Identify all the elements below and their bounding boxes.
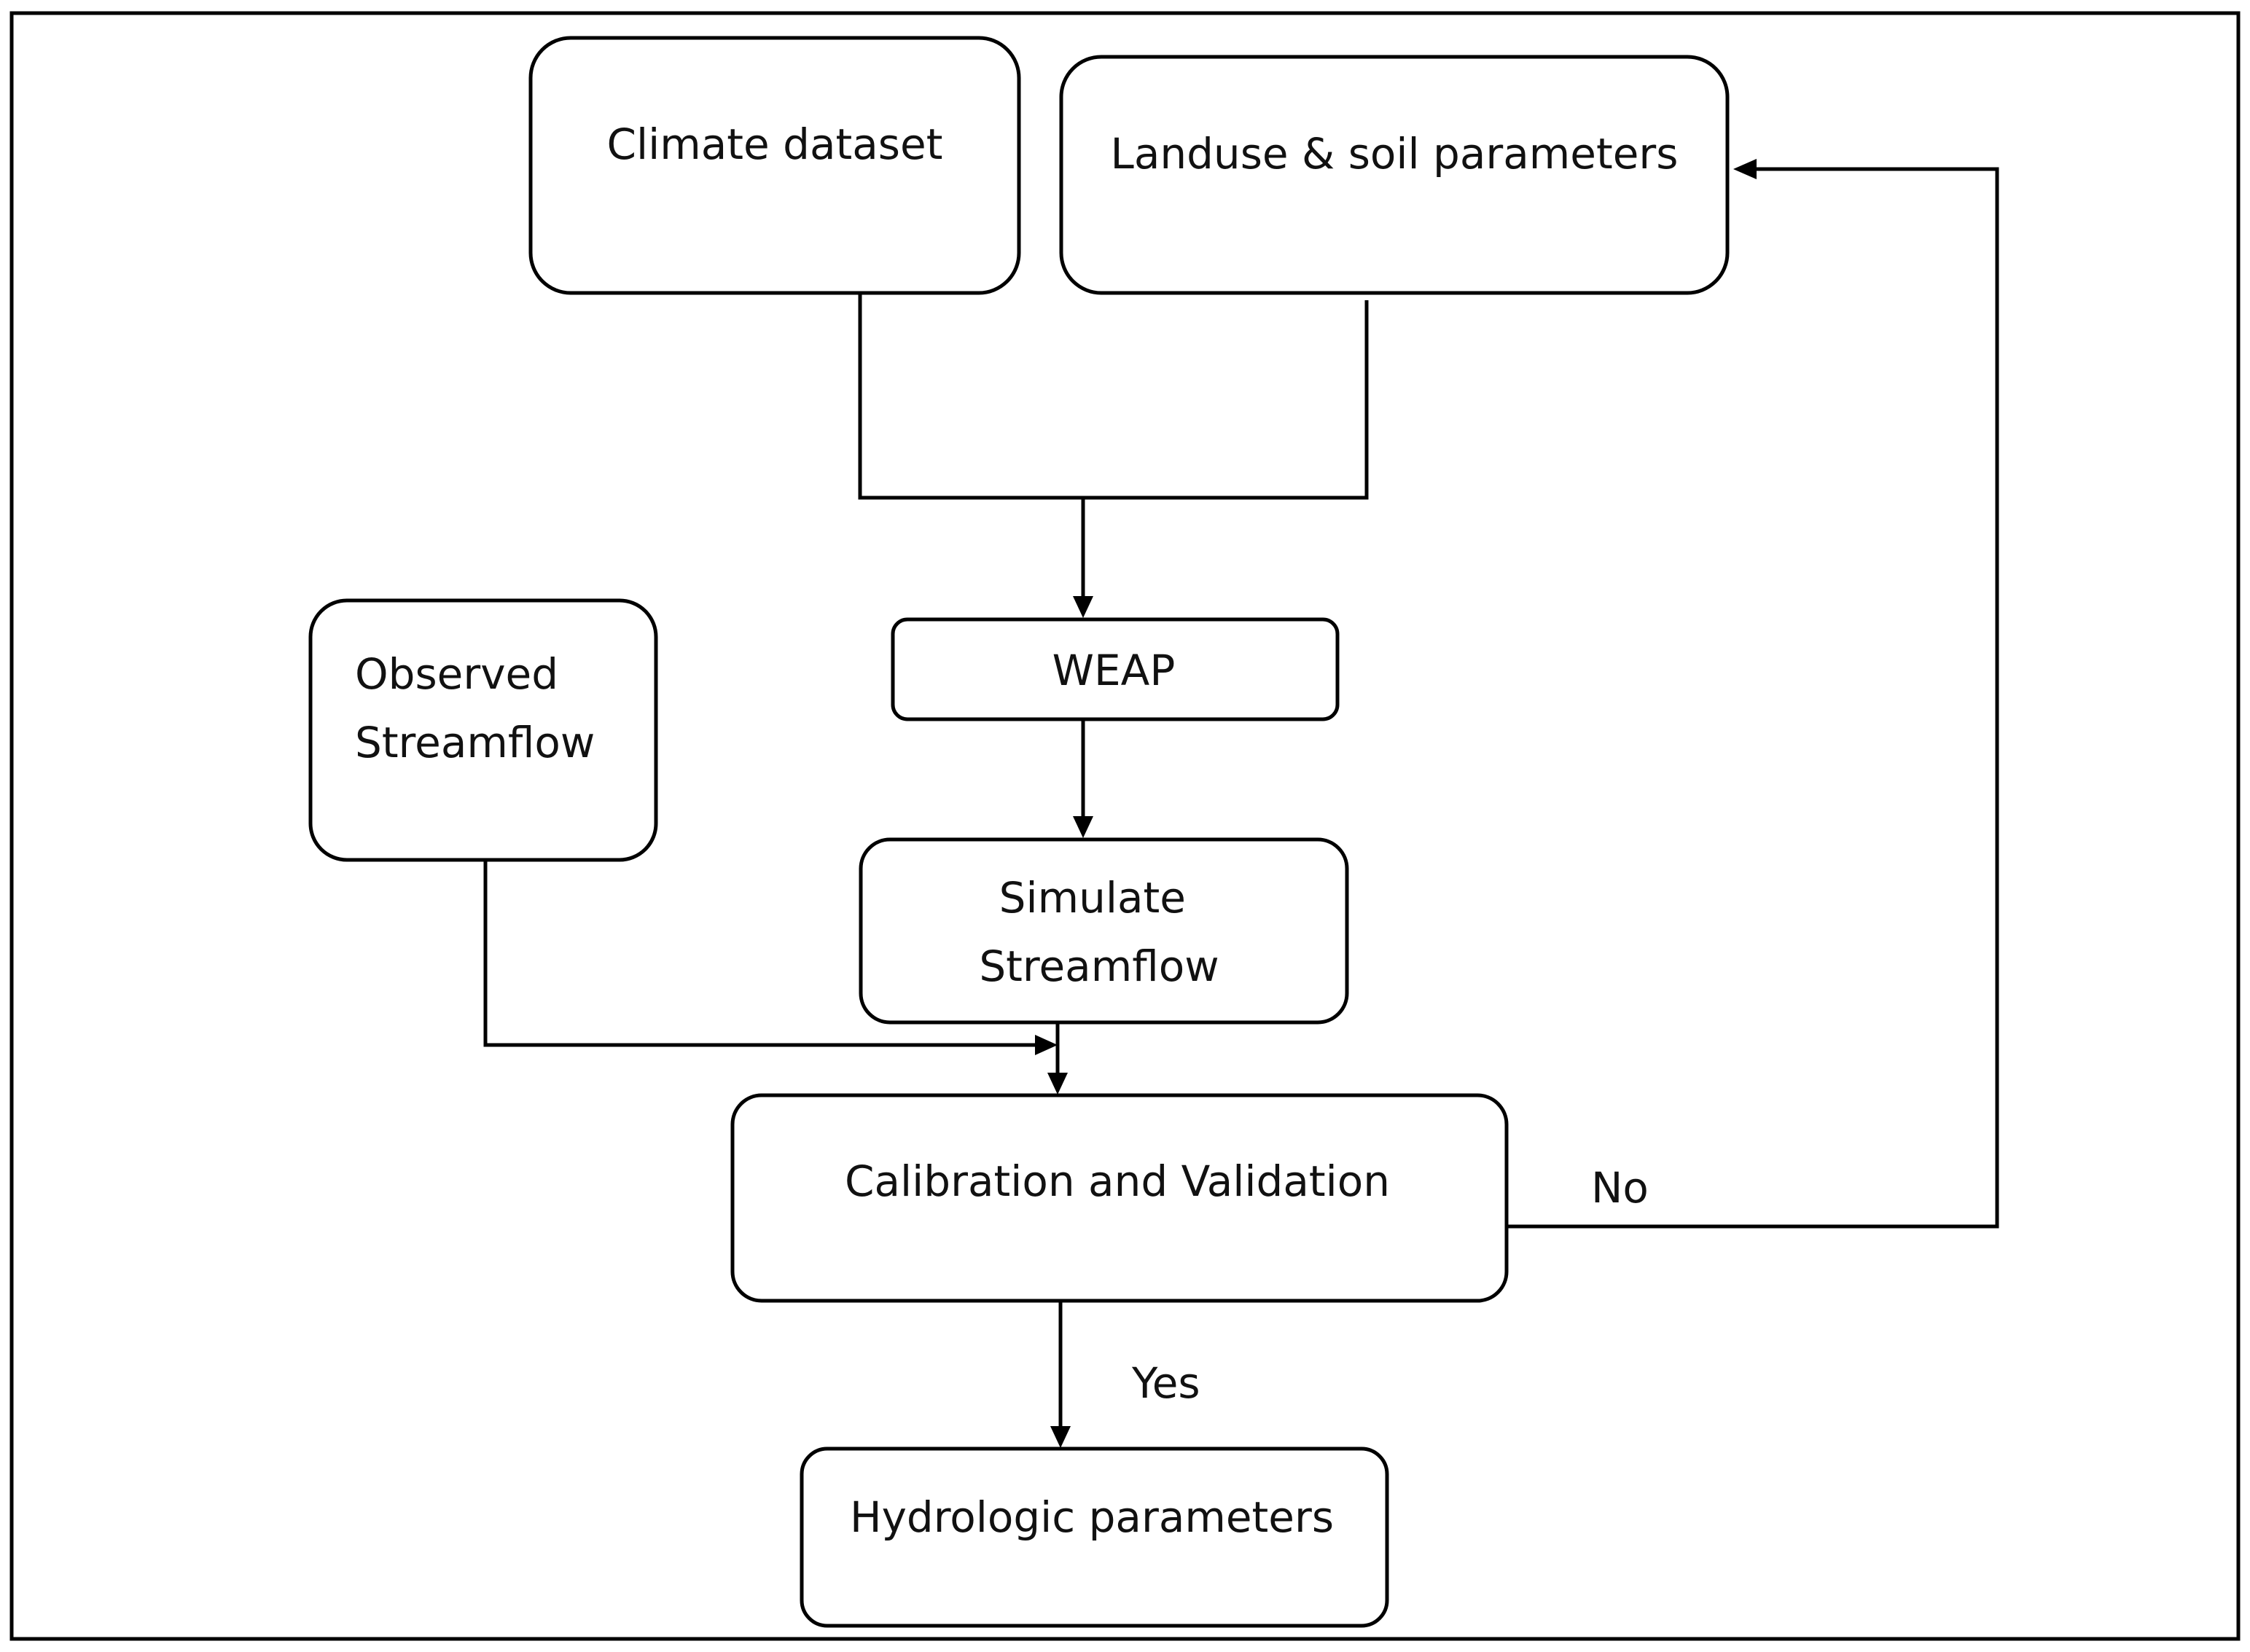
- node-landuse-label: Landuse & soil parameters: [1111, 129, 1679, 179]
- arrowhead-weap: [1073, 596, 1093, 618]
- arrowhead-calibration: [1047, 1073, 1068, 1095]
- node-landuse-soil[interactable]: Landuse & soil parameters: [1059, 55, 1730, 295]
- edge-calibration-feedback: [1505, 167, 1999, 1229]
- node-weap-label: WEAP: [1052, 646, 1176, 695]
- node-hydrologic-parameters[interactable]: Hydrologic parameters: [800, 1447, 1389, 1628]
- node-calibration-validation[interactable]: Calibration and Validation: [730, 1093, 1509, 1303]
- node-simulate-label: Simulate Streamflow: [979, 873, 1219, 991]
- node-climate-dataset[interactable]: Climate dataset: [528, 36, 1021, 295]
- arrowhead-landuse: [1733, 159, 1757, 179]
- connectors: [483, 159, 1999, 1448]
- edge-label-no: No: [1591, 1163, 1649, 1213]
- node-observed-streamflow[interactable]: Observed Streamflow: [308, 598, 658, 862]
- node-simulate-streamflow[interactable]: Simulate Streamflow: [859, 837, 1349, 1025]
- node-hydrologic-label: Hydrologic parameters: [850, 1492, 1334, 1542]
- arrowhead-hydrologic: [1050, 1426, 1071, 1448]
- node-calibration-label: Calibration and Validation: [845, 1156, 1390, 1206]
- node-climate-label: Climate dataset: [607, 120, 943, 169]
- arrowhead-observed: [1035, 1035, 1058, 1055]
- edge-observed-to-junction: [483, 860, 1041, 1047]
- node-observed-label: Observed Streamflow: [355, 649, 595, 767]
- edge-label-yes: Yes: [1131, 1358, 1200, 1408]
- edge-climate-merge: [858, 293, 1369, 500]
- arrowhead-simulate: [1073, 816, 1093, 838]
- node-weap[interactable]: WEAP: [891, 617, 1340, 721]
